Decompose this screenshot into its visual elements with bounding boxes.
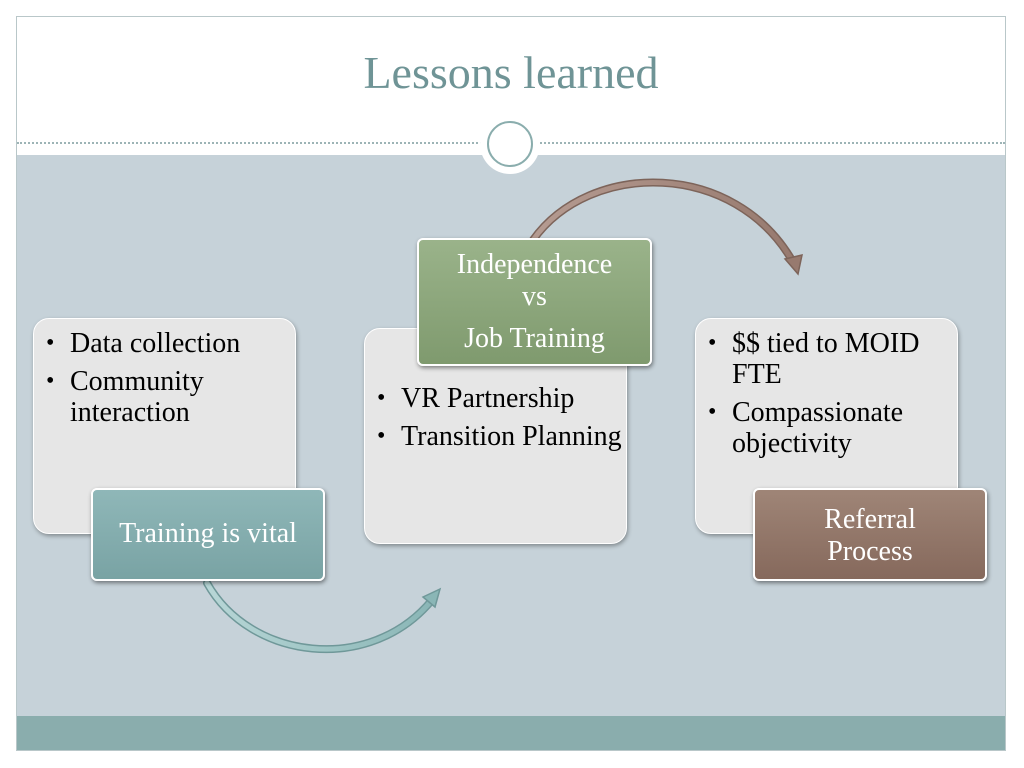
- tag-referral-process: Referral Process: [753, 488, 987, 581]
- bullet-list-2: VR Partnership Transition Planning: [375, 383, 625, 459]
- tag-label-line: vs: [522, 281, 547, 312]
- arrow-independence-to-referral: [529, 178, 803, 276]
- tag-independence-vs-job-training: Independence vs Job Training: [417, 238, 652, 366]
- bullet-list-1: Data collection Community interaction: [44, 328, 289, 435]
- bullet-item: $$ tied to MOID FTE: [706, 328, 954, 390]
- slide-title: Lessons learned: [363, 47, 659, 98]
- tag-label-line: Process: [827, 536, 913, 567]
- bullet-item: Compassionate objectivity: [706, 397, 954, 459]
- tag-label-line: Job Training: [464, 323, 605, 354]
- divider-ornament-ring: [487, 121, 533, 167]
- bullet-item: Transition Planning: [375, 421, 625, 452]
- footer-band: [17, 716, 1005, 750]
- bullet-item: VR Partnership: [375, 383, 625, 414]
- bullet-list-3: $$ tied to MOID FTE Compassionate object…: [706, 328, 954, 466]
- tag-label-line: Referral: [824, 504, 916, 535]
- tag-label-line: Independence: [456, 249, 613, 280]
- bullet-item: Data collection: [44, 328, 289, 359]
- bullet-item: Community interaction: [44, 366, 289, 428]
- tag-label: Training is vital: [119, 518, 297, 549]
- tag-training-is-vital: Training is vital: [91, 488, 325, 581]
- arrow-training-to-vr: [203, 579, 442, 654]
